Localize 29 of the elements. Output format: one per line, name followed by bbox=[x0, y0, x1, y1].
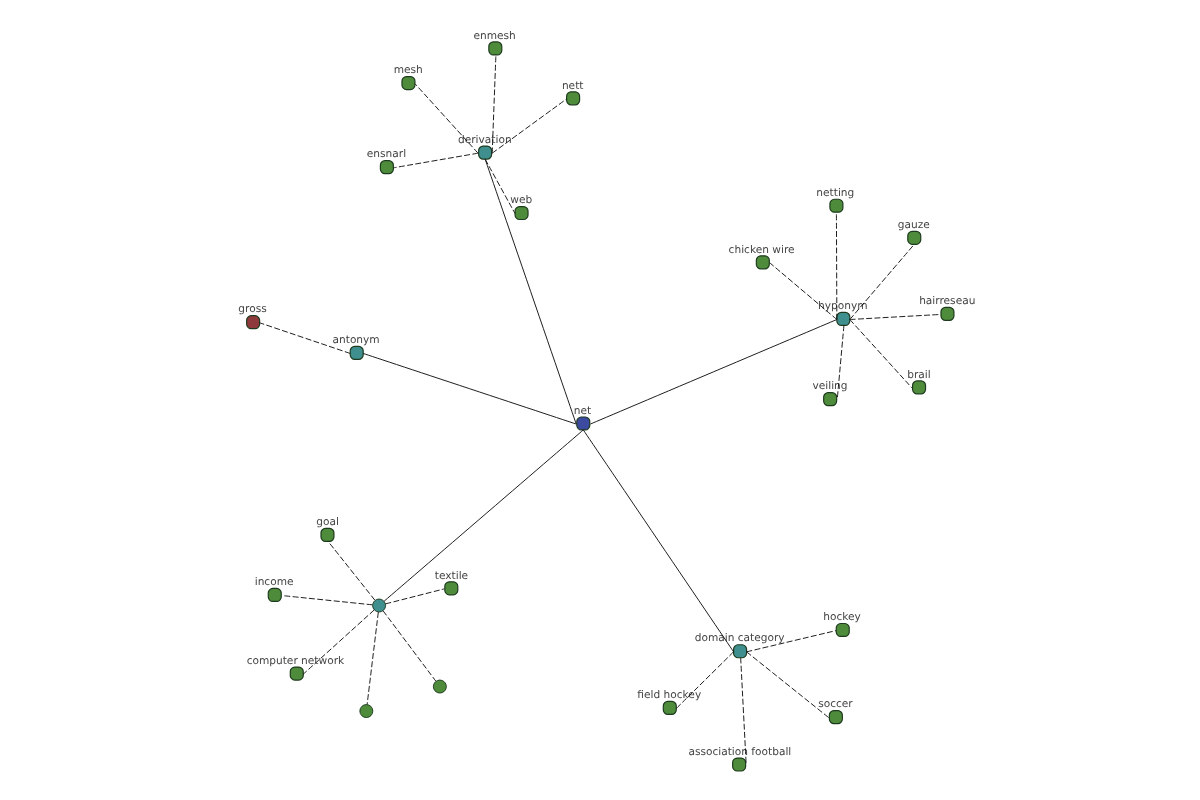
connector bbox=[849, 243, 915, 320]
connector bbox=[740, 657, 747, 766]
connector bbox=[491, 98, 568, 154]
connector bbox=[302, 609, 375, 675]
connector bbox=[675, 651, 735, 709]
connector bbox=[769, 262, 838, 320]
connector bbox=[259, 322, 351, 354]
connector bbox=[393, 152, 479, 169]
connector bbox=[414, 83, 479, 154]
connector bbox=[383, 429, 584, 602]
connector bbox=[327, 540, 376, 601]
connector bbox=[849, 319, 913, 389]
connector bbox=[484, 158, 577, 425]
connector bbox=[491, 54, 497, 154]
connector bbox=[366, 611, 379, 705]
connector bbox=[835, 211, 838, 320]
connector bbox=[281, 595, 373, 606]
connector bbox=[484, 158, 516, 215]
connector bbox=[382, 610, 437, 682]
connector bbox=[362, 352, 577, 425]
node-circle bbox=[432, 679, 447, 694]
connector bbox=[746, 630, 837, 653]
connector bbox=[385, 588, 445, 605]
node-circle bbox=[372, 598, 387, 613]
connector bbox=[836, 324, 845, 401]
node-circle bbox=[359, 704, 374, 718]
connector bbox=[582, 429, 735, 653]
connector bbox=[849, 314, 941, 320]
connector bbox=[746, 651, 830, 719]
